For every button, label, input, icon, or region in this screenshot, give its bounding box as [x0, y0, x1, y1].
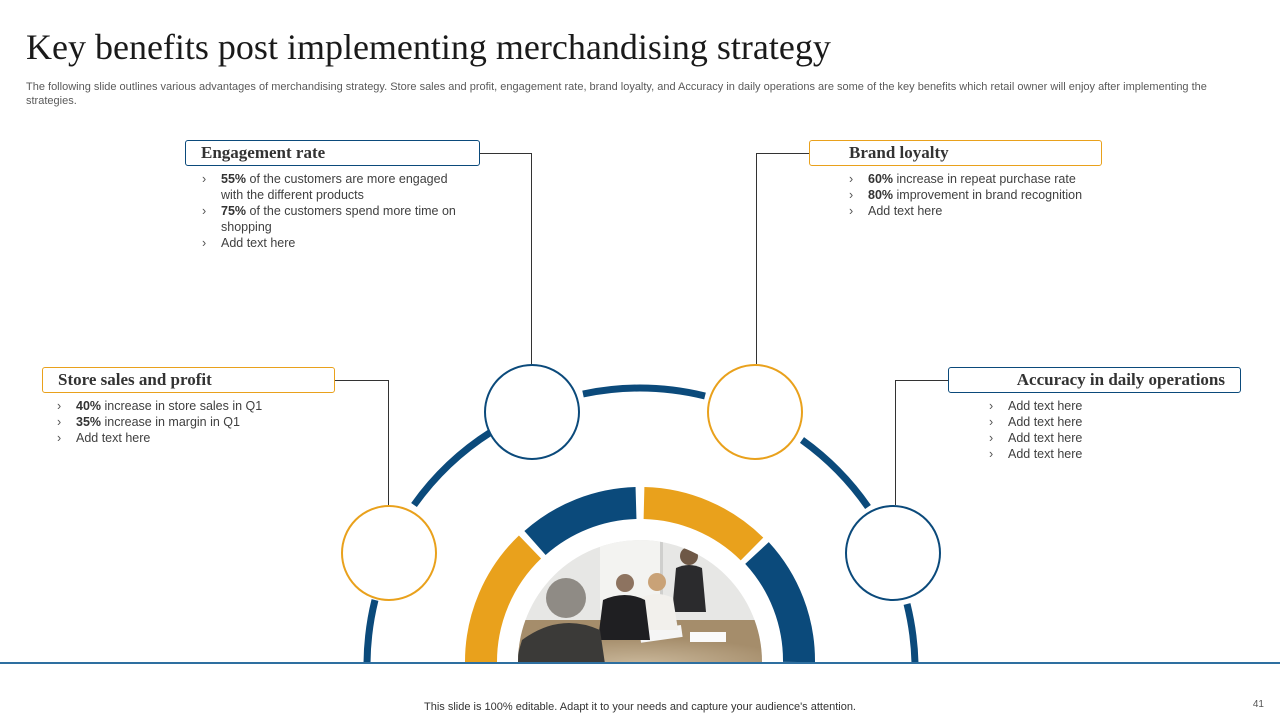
- bullet-item: 80% improvement in brand recognition: [849, 187, 1119, 203]
- outer-arc: [363, 384, 919, 664]
- outer-arc-top: [582, 384, 706, 400]
- engagement-rate-label: Engagement rate: [201, 143, 326, 162]
- inner-ring-right: [744, 542, 816, 663]
- outer-arc-left-bottom: [363, 599, 379, 664]
- brand-icon-circle: [707, 364, 803, 460]
- engagement-connector: [479, 153, 532, 364]
- outer-arc-right-bottom: [903, 603, 919, 664]
- brand-loyalty-label: Brand loyalty: [849, 143, 949, 162]
- brand-connector: [756, 153, 810, 364]
- accuracy-connector: [895, 380, 949, 505]
- meeting-photo: [518, 540, 762, 664]
- footer-note: This slide is 100% editable. Adapt it to…: [424, 701, 856, 713]
- bullet-item: 60% increase in repeat purchase rate: [849, 171, 1119, 187]
- store-connector: [334, 380, 389, 505]
- bullet-item: Add text here: [57, 430, 327, 446]
- inner-ring-left: [464, 535, 542, 663]
- bullet-item: 55% of the customers are more engaged wi…: [202, 171, 464, 203]
- engagement-icon-circle: [484, 364, 580, 460]
- inner-ring: [464, 487, 816, 663]
- bullet-item: 40% increase in store sales in Q1: [57, 398, 327, 414]
- bullet-item: 75% of the customers spend more time on …: [202, 203, 464, 235]
- outer-arc-left: [411, 429, 493, 508]
- bullet-item: Add text here: [202, 235, 464, 251]
- engagement-rate-bullets: 55% of the customers are more engaged wi…: [202, 171, 464, 251]
- bullet-item: Add text here: [849, 203, 1119, 219]
- store-icon-circle: [341, 505, 437, 601]
- inner-ring-top-right: [643, 487, 764, 561]
- bullet-item: 35% increase in margin in Q1: [57, 414, 327, 430]
- bullet-item: Add text here: [989, 446, 1229, 462]
- store-sales-header: Store sales and profit: [42, 367, 335, 393]
- inner-ring-top-left: [524, 487, 637, 556]
- outer-arc-right: [799, 437, 871, 509]
- store-sales-bullets: 40% increase in store sales in Q1 35% in…: [57, 398, 327, 446]
- accuracy-icon-circle: [845, 505, 941, 601]
- engagement-rate-header: Engagement rate: [185, 140, 480, 166]
- accuracy-header: Accuracy in daily operations: [948, 367, 1241, 393]
- slide-subtitle: The following slide outlines various adv…: [26, 81, 1207, 107]
- brand-loyalty-bullets: 60% increase in repeat purchase rate 80%…: [849, 171, 1119, 219]
- bullet-item: Add text here: [989, 430, 1229, 446]
- slide-title: Key benefits post implementing merchandi…: [26, 27, 831, 67]
- accuracy-label: Accuracy in daily operations: [1016, 370, 1225, 389]
- page-number: 41: [1252, 699, 1264, 710]
- accuracy-bullets: Add text here Add text here Add text her…: [989, 398, 1229, 462]
- base-line: [0, 662, 1280, 664]
- bullet-item: Add text here: [989, 398, 1229, 414]
- store-sales-label: Store sales and profit: [58, 370, 212, 389]
- brand-loyalty-header: Brand loyalty: [809, 140, 1102, 166]
- bullet-item: Add text here: [989, 414, 1229, 430]
